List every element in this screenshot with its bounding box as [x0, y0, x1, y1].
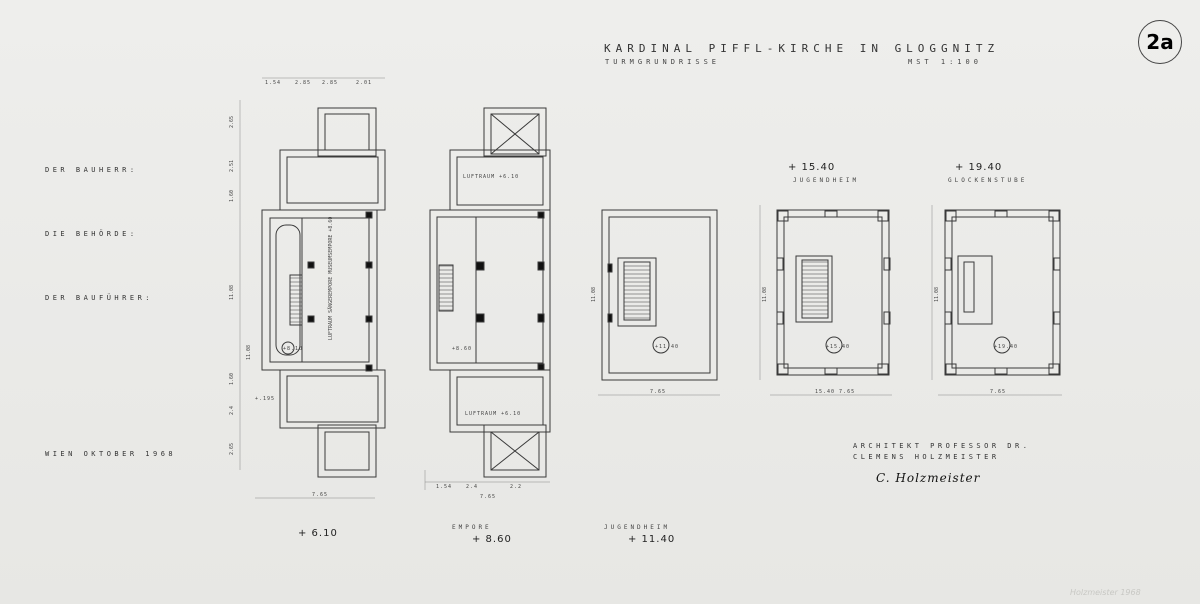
width-dim-p2: 7.65	[480, 494, 496, 500]
drawing-subtitle: TURMGRUNDRISSE	[605, 58, 721, 66]
width-dim-p1: 7.65	[312, 492, 328, 498]
label-baufuehrer: DER BAUFÜHRER:	[45, 294, 154, 302]
plan-4-outline	[759, 205, 892, 396]
top-dim-3: 2.85	[322, 80, 338, 86]
p2-bottom-dim-3: 2.2	[510, 484, 522, 490]
left-dim-2: 2.51	[229, 160, 235, 172]
elevation-plan-2: + 8.60	[472, 534, 512, 545]
elevation-plan-5: + 19.40	[955, 162, 1003, 173]
level-mark-p3: +11.40	[655, 344, 679, 350]
elevation-plan-1: + 6.10	[298, 528, 338, 539]
plan-2-outline	[424, 107, 551, 490]
top-dim-1: 1.54	[265, 80, 281, 86]
plan-5-outline	[931, 205, 1062, 396]
elevation-plan-3: + 11.40	[628, 534, 676, 545]
room-label-saengerempore: LUFTRAUM SÄNGEREMPORE MUSEUMSEMPORE +8.6…	[327, 217, 334, 340]
label-date: WIEN OKTOBER 1968	[45, 450, 177, 458]
width-dim-p5: 7.65	[990, 389, 1006, 395]
width-dim-p3: 7.65	[650, 389, 666, 395]
label-plan-2: EMPORE	[452, 524, 492, 531]
archive-mark: Holzmeister 1968	[1070, 588, 1141, 597]
room-label-luftraum-top: LUFTRAUM +6.10	[463, 174, 519, 180]
width-dim-p4: 15.40 7.65	[815, 389, 855, 395]
level-mark-p5: +19.40	[994, 344, 1018, 350]
plan-1-outline	[239, 77, 386, 499]
left-dim-4: 11.08	[229, 285, 235, 300]
plan-3-outline	[598, 209, 720, 396]
left-dim-6: 2.4	[229, 406, 235, 415]
top-dim-4: 2.01	[356, 80, 372, 86]
p2-bottom-dim-2: 2.4	[466, 484, 478, 490]
level-mark-p4: +15.40	[826, 344, 850, 350]
height-dim-plan5: 11.08	[934, 287, 940, 302]
sheet-number-badge: 2a	[1138, 20, 1182, 64]
sheet-number: 2a	[1146, 30, 1174, 54]
label-behoerde: DIE BEHÖRDE:	[45, 230, 138, 238]
level-mark-p2: +8.60	[452, 346, 472, 352]
drawing-scale: MST 1:100	[908, 58, 982, 66]
architect-signature: C. Holzmeister	[876, 471, 981, 485]
p2-bottom-dim-1: 1.54	[436, 484, 452, 490]
drawing-title: KARDINAL PIFFL-KIRCHE IN GLOGGNITZ	[604, 42, 1000, 55]
elevation-plan-4: + 15.40	[788, 162, 836, 173]
left-dim-5: 1.60	[229, 373, 235, 385]
architect-name: CLEMENS HOLZMEISTER	[853, 453, 1000, 461]
room-label-luftraum-bottom: LUFTRAUM +6.10	[465, 411, 521, 417]
top-dim-2: 2.85	[295, 80, 311, 86]
left-dim-7: 2.65	[229, 443, 235, 455]
architect-title: ARCHITEKT PROFESSOR DR.	[853, 442, 1031, 450]
height-dim-plan1: 11.08	[246, 345, 252, 360]
left-dim-1: 2.65	[229, 116, 235, 128]
side-dim: +.195	[255, 396, 275, 402]
label-plan-5: GLOCKENSTUBE	[948, 177, 1028, 184]
left-dim-3: 1.60	[229, 190, 235, 202]
height-dim-plan4: 11.08	[762, 287, 768, 302]
label-bauherr: DER BAUHERR:	[45, 166, 138, 174]
label-plan-4: JUGENDHEIM	[793, 177, 860, 184]
label-plan-3: JUGENDHEIM	[604, 524, 671, 531]
level-mark-p1: +8.10	[283, 346, 303, 352]
height-dim-plan3: 11.08	[591, 287, 597, 302]
